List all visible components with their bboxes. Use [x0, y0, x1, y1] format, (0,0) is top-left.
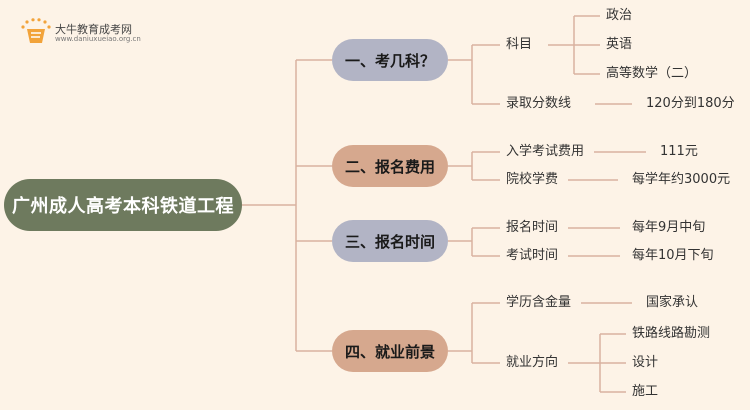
node-exam-fee-value: 111元 — [660, 144, 698, 159]
node-subjects: 科目 — [506, 37, 533, 52]
node-registration-time-value: 每年9月中旬 — [632, 220, 706, 235]
node-career-construction: 施工 — [632, 384, 659, 399]
branch-schedule: 三、报名时间 — [332, 220, 448, 262]
node-cutoff-value: 120分到180分 — [646, 96, 735, 111]
logo-name: 大牛教育成考网 — [55, 23, 132, 36]
node-tuition-value: 每学年约3000元 — [632, 172, 731, 187]
node-exam-time: 考试时间 — [506, 248, 559, 263]
node-degree-value: 学历含金量 — [506, 295, 572, 310]
root-node: 广州成人高考本科铁道工程 — [4, 179, 242, 231]
node-english: 英语 — [606, 37, 633, 52]
node-cutoff: 录取分数线 — [506, 96, 572, 111]
node-career-survey: 铁路线路勘测 — [632, 326, 711, 341]
node-exam-time-value: 每年10月下旬 — [632, 248, 714, 263]
node-math: 高等数学（二） — [606, 66, 698, 81]
node-career-design: 设计 — [632, 355, 659, 370]
node-politics: 政治 — [606, 8, 633, 23]
branch-fees: 二、报名费用 — [332, 145, 448, 187]
branch-exam-subjects: 一、考几科？ — [332, 39, 448, 81]
branch-employment: 四、就业前景 — [332, 330, 448, 372]
node-exam-fee: 入学考试费用 — [506, 144, 585, 159]
logo-icon — [20, 18, 52, 50]
node-tuition: 院校学费 — [506, 172, 559, 187]
node-degree-value-answer: 国家承认 — [646, 295, 699, 310]
logo-url: www.daniuxueiao.org.cn — [55, 35, 141, 43]
node-registration-time: 报名时间 — [506, 220, 559, 235]
node-career-direction: 就业方向 — [506, 355, 559, 370]
